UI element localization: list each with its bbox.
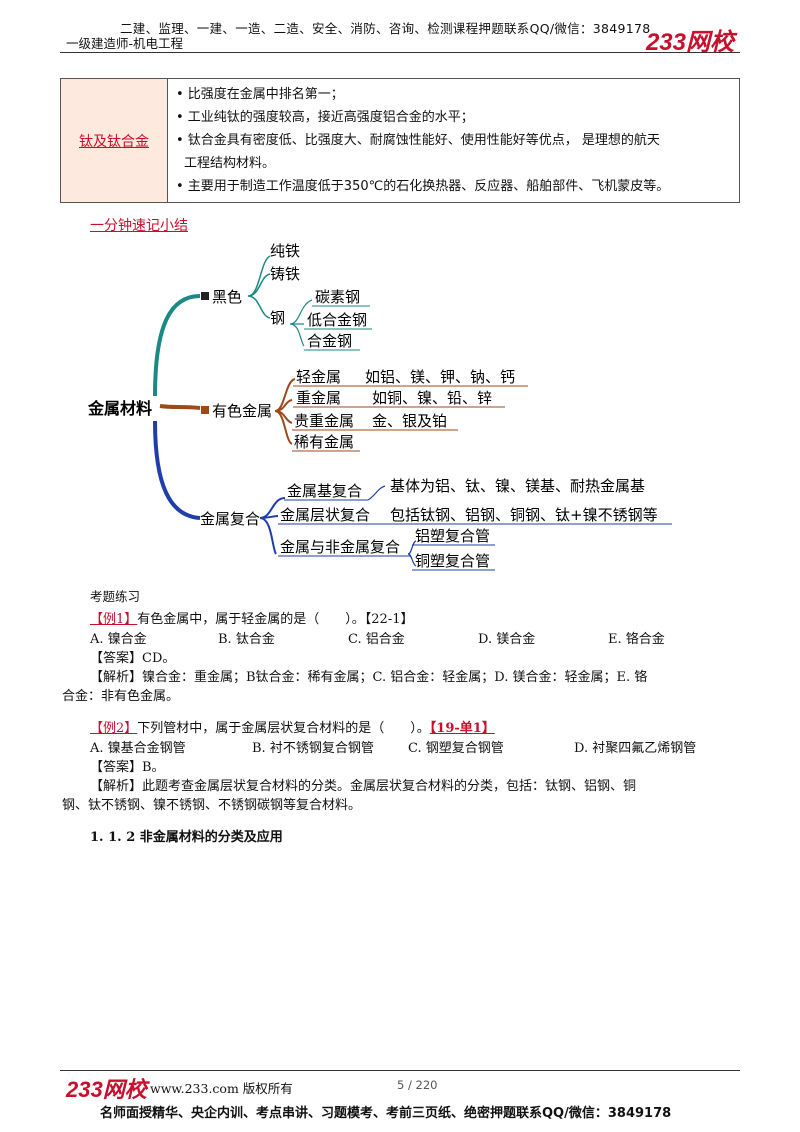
- node-composite: 金属复合: [200, 510, 260, 528]
- composite-detail: 基体为铝、钛、镍、镁基、耐热金属基: [390, 477, 645, 495]
- exam-heading: 考题练习: [90, 589, 141, 604]
- bullet-item: • 钛合金具有密度低、比强度大、耐腐蚀性能好、使用性能好等优点， 是理想的航天: [176, 133, 660, 148]
- option: A. 镍基合金钢管: [90, 741, 186, 756]
- composite-connectors: [259, 497, 286, 555]
- analysis-continued: 合金：非有色金属。: [62, 689, 180, 704]
- header-logo: 233网校: [645, 29, 734, 56]
- question-1: 【例1】有色金属中，属于轻金属的是（ ）。【22-1】: [90, 608, 414, 627]
- answer: 【答案】B。: [90, 760, 165, 775]
- bullet-item: • 工业纯钛的强度较高，接近高强度铝合金的水平；: [176, 110, 474, 125]
- nonferrous-node-marker: [201, 406, 209, 414]
- nonmetal-item: 铜塑复合管: [415, 552, 490, 570]
- analysis: 【解析】镍合金：重金属；B钛合金：稀有金属；C. 铝合金：轻金属；D. 镁合金：…: [90, 670, 648, 685]
- steel-item: 合金钢: [307, 332, 352, 350]
- composite-name: 金属与非金属复合: [280, 538, 400, 556]
- header-course-title: 一级建造师-机电工程: [66, 36, 184, 51]
- question-text: 下列管材中，属于金属层状复合材料的是（ ）。: [137, 721, 430, 736]
- nonferrous-name: 重金属: [296, 389, 341, 407]
- node-nonferrous: 有色金属: [212, 402, 272, 420]
- section-title: 一分钟速记小结: [90, 218, 188, 234]
- black-item: 铸铁: [270, 265, 300, 283]
- question-tag: 【例1】: [90, 612, 138, 627]
- question-text: 有色金属中，属于轻金属的是（ ）。【22-1】: [137, 612, 414, 627]
- nonferrous-name: 稀有金属: [294, 433, 354, 451]
- nonmetal-item: 铝塑复合管: [415, 527, 490, 545]
- question-source: 【19-单1】: [429, 721, 495, 736]
- footer-divider: [60, 1070, 740, 1071]
- branch-composite: [153, 420, 201, 520]
- steel-item: 低合金钢: [307, 311, 367, 329]
- next-section-heading: 1. 1. 2 非金属材料的分类及应用: [90, 830, 283, 845]
- option: B. 钛合金: [218, 632, 275, 647]
- page-number: 5 / 220: [397, 1078, 438, 1092]
- titanium-info-table: 钛及钛合金 • 比强度在金属中排名第一； • 工业纯钛的强度较高，接近高强度铝合…: [60, 78, 740, 203]
- black-item-steel: 钢: [270, 309, 285, 327]
- header-divider: [60, 52, 740, 53]
- steel-connectors: [289, 299, 313, 347]
- header-contact-line: 二建、监理、一建、一造、二造、安全、消防、咨询、检测课程押题联系QQ/微信：38…: [120, 21, 651, 36]
- bullet-item: • 比强度在金属中排名第一；: [176, 87, 344, 102]
- option: D. 镁合金: [478, 632, 536, 647]
- branch-black: [153, 294, 201, 397]
- option: C. 铝合金: [348, 632, 405, 647]
- metal-materials-mindmap: 金属材料 黑色 纯铁 铸铁 钢 碳素钢 低合金钢 合金钢 有色金属 轻金属 如铝…: [87, 242, 672, 571]
- table-label-cell: 钛及钛合金: [60, 78, 168, 203]
- composite-name: 金属基复合: [287, 482, 362, 500]
- option: D. 衬聚四氟乙烯钢管: [574, 741, 697, 756]
- footer-logo: 233网校: [66, 1077, 147, 1102]
- branch-nonferrous: [159, 404, 201, 410]
- mindmap-root: 金属材料: [87, 399, 152, 418]
- footer-contact-line: 名师面授精华、央企内训、考点串讲、习题模考、考前三页纸、绝密押题联系QQ/微信：…: [100, 1106, 672, 1121]
- table-content-cell: • 比强度在金属中排名第一； • 工业纯钛的强度较高，接近高强度铝合金的水平； …: [167, 78, 740, 203]
- steel-item: 碳素钢: [315, 288, 360, 306]
- nonferrous-detail: 如铝、镁、钾、钠、钙: [365, 368, 515, 386]
- analysis-continued: 钢、钛不锈钢、镍不锈钢、不锈钢碳钢等复合材料。: [62, 798, 362, 813]
- composite-detail: 包括钛钢、铝钢、铜钢、钛+镍不锈钢等: [390, 506, 658, 524]
- option: E. 铬合金: [608, 632, 665, 647]
- nonferrous-detail: 如铜、镍、铅、锌: [372, 389, 492, 407]
- black-connectors: [247, 255, 271, 319]
- nonferrous-detail: 金、银及铂: [372, 412, 447, 430]
- nonferrous-name: 轻金属: [296, 368, 341, 386]
- option: A. 镍合金: [90, 632, 147, 647]
- node-black: 黑色: [212, 288, 242, 306]
- table-label: 钛及钛合金: [79, 133, 149, 150]
- question-tag: 【例2】: [90, 721, 138, 736]
- bullet-item-continued: 工程结构材料。: [184, 156, 276, 171]
- option: C. 钢塑复合钢管: [408, 741, 504, 756]
- option: B. 衬不锈钢复合钢管: [252, 741, 374, 756]
- question-2: 【例2】下列管材中，属于金属层状复合材料的是（ ）。【19-单1】: [90, 717, 495, 736]
- composite-name: 金属层状复合: [280, 506, 370, 524]
- bullet-item: • 主要用于制造工作温度低于350℃的石化换热器、反应器、船舶部件、飞机蒙皮等。: [176, 179, 670, 194]
- black-item: 纯铁: [270, 242, 300, 260]
- answer: 【答案】CD。: [90, 651, 176, 666]
- analysis: 【解析】此题考查金属层状复合材料的分类。金属层状复合材料的分类，包括：钛钢、铝钢…: [90, 779, 637, 794]
- nonferrous-connectors: [274, 378, 296, 445]
- footer-site: www.233.com 版权所有: [150, 1081, 293, 1096]
- black-node-marker: [201, 292, 209, 300]
- nonferrous-name: 贵重金属: [294, 412, 354, 430]
